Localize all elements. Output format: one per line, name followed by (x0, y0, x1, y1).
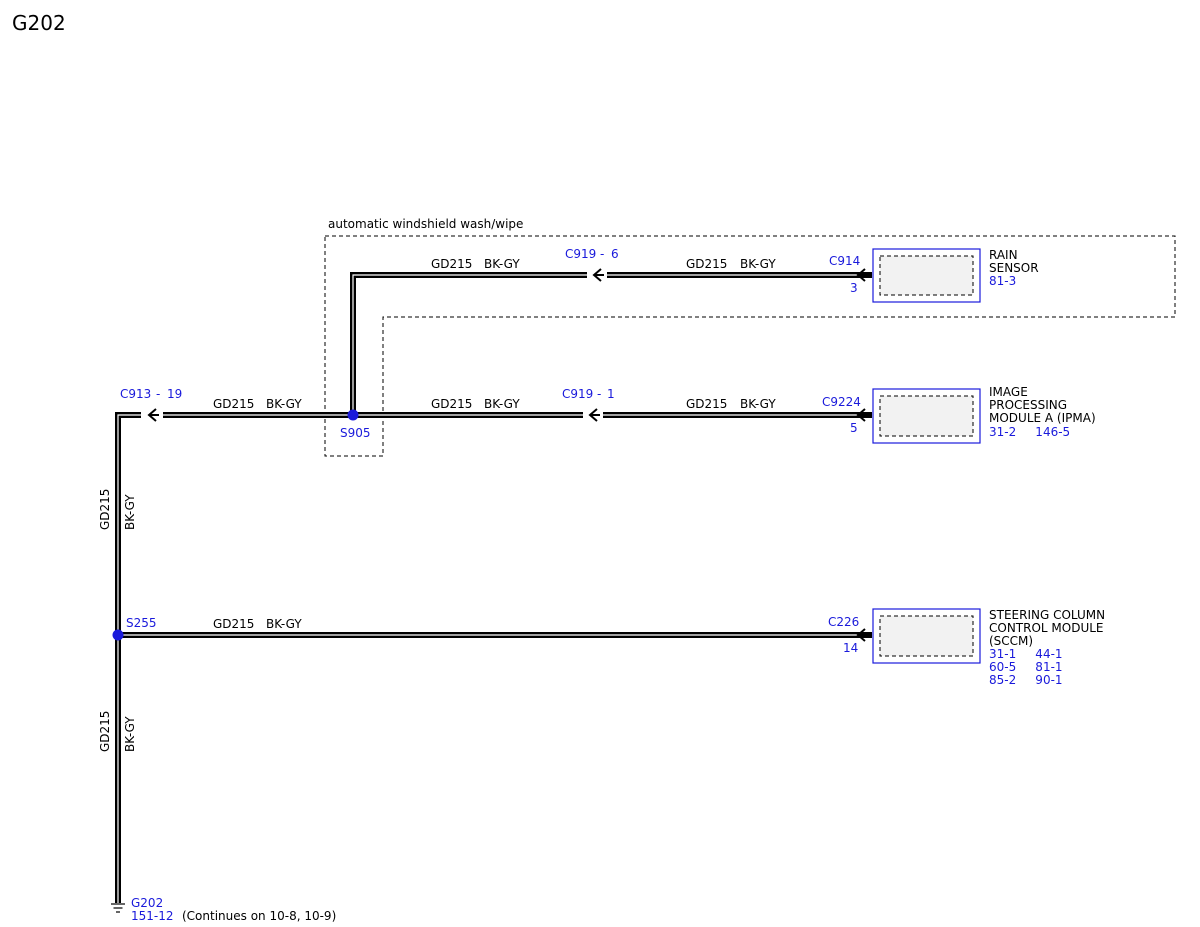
svg-text:60-5 81-1: 60-5 81-1 (989, 660, 1063, 674)
wire-circuit-label: GD215 (98, 489, 112, 530)
pin-label: 14 (843, 641, 858, 655)
wire-color-label: BK-GY (484, 397, 520, 411)
svg-text:RAIN: RAIN (989, 248, 1018, 262)
connector-c919-1-arrow (588, 408, 600, 422)
wire-c913 (115, 412, 353, 635)
ground-label: G202 (131, 896, 163, 910)
module-ipma: C9224 5 IMAGE PROCESSING MODULE A (IPMA)… (822, 385, 1096, 444)
wire-circuit-label: GD215 (431, 257, 472, 271)
continues-note: (Continues on 10-8, 10-9) (182, 909, 336, 923)
svg-text:C913: C913 (120, 387, 151, 401)
splice-s905-label: S905 (340, 426, 371, 440)
wire-circuit-label: GD215 (431, 397, 472, 411)
wire-color-label: BK-GY (484, 257, 520, 271)
wire-color-label: BK-GY (123, 716, 137, 752)
connector-c914-label: C914 (829, 254, 860, 268)
page-title: G202 (12, 11, 66, 35)
svg-text:STEERING COLUMN: STEERING COLUMN (989, 608, 1105, 622)
wire-circuit-label: GD215 (686, 257, 727, 271)
splice-s255-dot (112, 629, 124, 641)
svg-text:PROCESSING: PROCESSING (989, 398, 1067, 412)
wire-rain-sensor (350, 272, 872, 413)
connector-c9224-label: C9224 (822, 395, 861, 409)
svg-text:CONTROL MODULE: CONTROL MODULE (989, 621, 1104, 635)
group-label: automatic windshield wash/wipe (328, 217, 523, 231)
svg-text:-: - (597, 387, 601, 401)
wire-color-label: BK-GY (740, 257, 776, 271)
svg-text:31-2 146-5: 31-2 146-5 (989, 425, 1070, 439)
connector-c226-label: C226 (828, 615, 859, 629)
wire-circuit-label: GD215 (213, 617, 254, 631)
svg-text:1: 1 (607, 387, 615, 401)
module-sccm: C226 14 STEERING COLUMN CONTROL MODULE (… (828, 608, 1105, 687)
svg-text:-: - (600, 247, 604, 261)
svg-text:C919: C919 (565, 247, 596, 261)
svg-text:C919: C919 (562, 387, 593, 401)
pin-label: 3 (850, 281, 858, 295)
svg-text:85-2 90-1: 85-2 90-1 (989, 673, 1063, 687)
wire-color-label: BK-GY (123, 494, 137, 530)
wire-color-label: BK-GY (266, 397, 302, 411)
connector-c913-19-label: C913 - 19 (120, 387, 182, 401)
wire-circuit-label: GD215 (213, 397, 254, 411)
pin-label: 5 (850, 421, 858, 435)
splice-s255-label: S255 (126, 616, 157, 630)
wire-circuit-label: GD215 (686, 397, 727, 411)
wire-circuit-label: GD215 (98, 711, 112, 752)
module-rain-sensor: C914 3 RAIN SENSOR 81-3 (829, 248, 1039, 303)
group-boundary (324, 235, 1176, 457)
module-arrows (856, 268, 872, 642)
wire-color-label: BK-GY (740, 397, 776, 411)
ground-ref: 151-12 (131, 909, 174, 923)
svg-text:SENSOR: SENSOR (989, 261, 1039, 275)
wire-labels: GD215 BK-GY GD215 BK-GY GD215 BK-GY GD21… (98, 257, 776, 752)
svg-text:(SCCM): (SCCM) (989, 634, 1033, 648)
svg-text:IMAGE: IMAGE (989, 385, 1028, 399)
svg-text:6: 6 (611, 247, 619, 261)
svg-text:31-1 44-1: 31-1 44-1 (989, 647, 1063, 661)
connector-c919-1-label: C919 - 1 (562, 387, 615, 401)
connector-c919-6-arrow (592, 268, 604, 282)
svg-text:-: - (156, 387, 160, 401)
splice-s905-dot (347, 409, 359, 421)
connector-c919-6-label: C919 - 6 (565, 247, 619, 261)
wire-color-label: BK-GY (266, 617, 302, 631)
ground-symbol (111, 903, 125, 913)
svg-text:19: 19 (167, 387, 182, 401)
connector-c913-19-arrow (147, 408, 159, 422)
svg-text:81-3: 81-3 (989, 274, 1016, 288)
svg-text:MODULE A (IPMA): MODULE A (IPMA) (989, 411, 1096, 425)
